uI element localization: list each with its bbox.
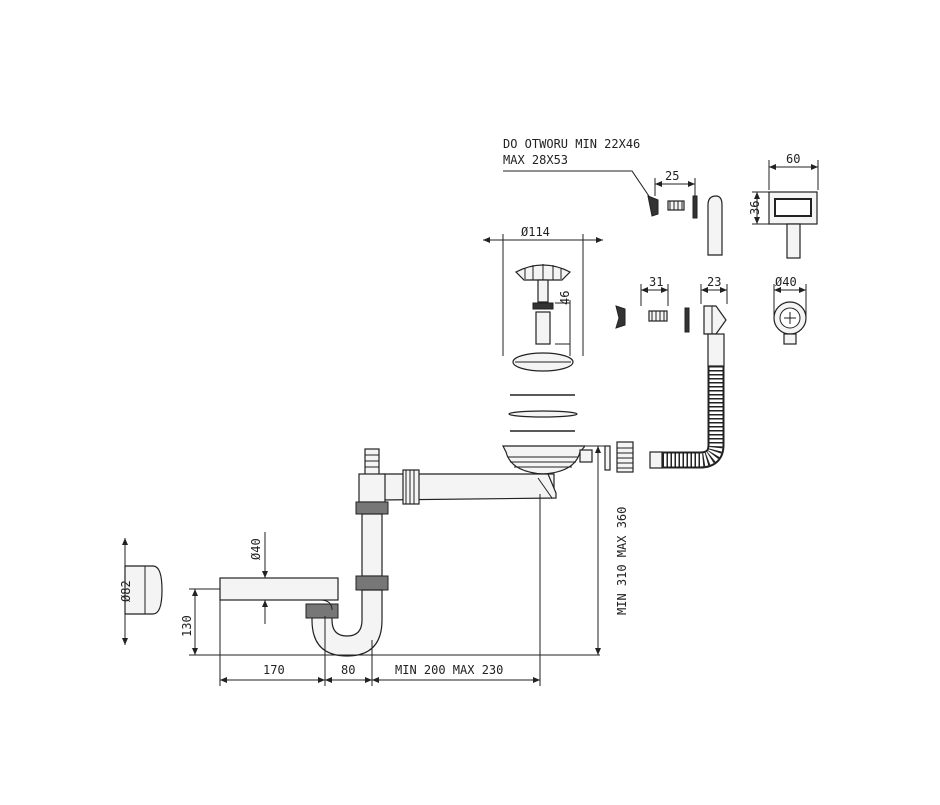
round-cover-spring [648, 310, 668, 322]
hose-connection-nut [604, 441, 634, 473]
round-cover-outlet-tube [707, 333, 725, 367]
washing-machine-connector [364, 448, 380, 476]
main-dimensions: Ø40 130 170 80 MIN 200 MAX 230 MIN 310 M… [180, 445, 629, 686]
siphon-tee-body [358, 473, 386, 503]
dim-36-label: 36 [748, 201, 762, 215]
hose-end-fitting [649, 451, 663, 469]
upper-tube-nut [355, 501, 389, 515]
round-cover-screw [615, 305, 626, 329]
hole-size-label-line2: MAX 28X53 [503, 153, 568, 167]
rectangular-cover-slot [774, 198, 812, 217]
wall-rosette-body [124, 565, 163, 615]
dim-31-label: 31 [649, 275, 663, 289]
overflow-inlet-stub [579, 449, 593, 463]
dim-80-label: 80 [341, 663, 355, 677]
dim-60-label: 60 [786, 152, 800, 166]
dim-height-label: MIN 310 MAX 360 [615, 507, 629, 615]
overflow-elbow-tube [707, 195, 723, 256]
dim-d40-right-label: Ø40 [775, 275, 797, 289]
hole-size-callout: DO OTWORU MIN 22X46 MAX 28X53 [503, 137, 658, 209]
trap-outlet-nut [305, 603, 339, 619]
corrugated-overflow-hose [649, 366, 725, 469]
drain-basket-bowl [502, 445, 587, 475]
connection-nut [616, 441, 634, 473]
u-bend-trap [311, 589, 383, 657]
dim-d40-pipe-label: Ø40 [249, 538, 263, 560]
arm-nut [402, 469, 420, 505]
strainer-stem [537, 279, 549, 303]
rectangular-cover-stem [786, 223, 801, 259]
wall-outlet-pipe [219, 577, 339, 601]
dim-46-label: 46 [558, 291, 572, 305]
overflow-round-cover-parts: 31 23 Ø40 [615, 275, 807, 367]
dim-170-label: 170 [263, 663, 285, 677]
round-cover-connector [703, 305, 727, 335]
dim-reach-label: MIN 200 MAX 230 [395, 663, 503, 677]
dim-23-label: 23 [707, 275, 721, 289]
dim-d82-label: Ø82 [119, 580, 133, 602]
vertical-tail-pipe [361, 513, 383, 577]
overflow-rectangular-cover: 60 36 [748, 152, 819, 259]
round-cover-stub [783, 333, 797, 345]
overflow-screw-spring [667, 200, 685, 211]
strainer-stopper-ring [532, 302, 554, 310]
connection-washer [604, 445, 611, 471]
overflow-flat-cover-parts: 25 [647, 169, 723, 256]
strainer-plug-body [535, 311, 551, 345]
wall-adapter-rosette: Ø82 [119, 538, 163, 645]
overflow-gasket [692, 195, 698, 219]
dim-114-label: Ø114 [521, 225, 550, 239]
sink-gasket-middle [508, 410, 578, 418]
round-cover-gasket [684, 307, 690, 333]
dim-130-label: 130 [180, 615, 194, 637]
dim-25-label: 25 [665, 169, 679, 183]
lower-tube-nut [355, 575, 389, 591]
hole-size-label-line1: DO OTWORU MIN 22X46 [503, 137, 640, 151]
overflow-screw-cap [647, 195, 659, 217]
strainer-basket-detail: Ø114 46 [483, 225, 603, 432]
main-siphon-assembly [219, 445, 593, 657]
hole-size-leader-line [503, 170, 658, 209]
